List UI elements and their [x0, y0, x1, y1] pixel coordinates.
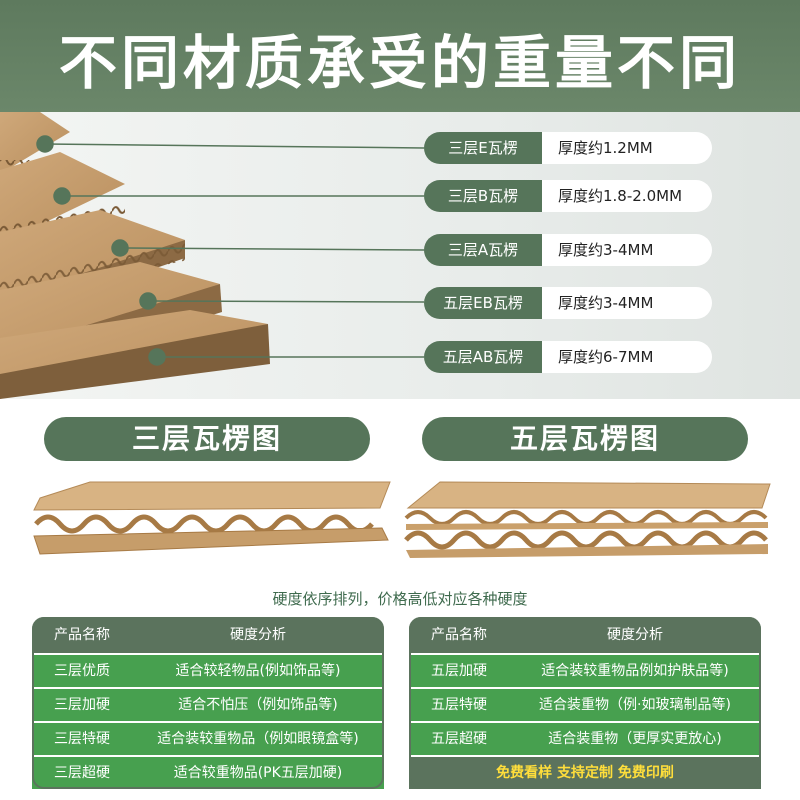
row-product: 五层超硬	[431, 731, 487, 747]
title-banner: 不同材质承受的重量不同	[0, 0, 800, 112]
three-layer-hardness-table: 产品名称 硬度分析 三层优质 适合较轻物品(例如饰品等) 三层加硬 适合不怕压（…	[32, 617, 384, 789]
spec-row-e-flute: 三层E瓦楞 厚度约1.2MM	[424, 132, 712, 164]
table-row: 三层特硬 适合装较重物品（例如眼镜盒等)	[32, 723, 384, 755]
spec-row-ab-flute: 五层AB瓦楞 厚度约6-7MM	[424, 341, 712, 373]
header-product-name: 产品名称	[54, 627, 110, 643]
table-row: 五层加硬 适合装较重物品例如护肤品等)	[409, 655, 761, 687]
spec-row-eb-flute: 五层EB瓦楞 厚度约3-4MM	[424, 287, 712, 319]
page-title: 不同材质承受的重量不同	[58, 29, 741, 97]
row-hardness: 适合不怕压（例如饰品等)	[178, 697, 338, 713]
row-product: 三层加硬	[54, 697, 110, 713]
spec-name: 五层AB瓦楞	[424, 341, 542, 373]
five-layer-board-diagram	[404, 481, 771, 558]
row-product: 五层特硬	[431, 697, 487, 713]
row-product: 三层超硬	[54, 765, 110, 781]
spec-value: 厚度约6-7MM	[542, 341, 712, 373]
three-layer-diagram-title: 三层瓦楞图	[44, 417, 370, 461]
row-hardness: 适合装较重物品例如护肤品等)	[541, 663, 729, 679]
table-row: 三层优质 适合较轻物品(例如饰品等)	[32, 655, 384, 687]
table-row: 五层特硬 适合装重物（例·如玻璃制品等)	[409, 689, 761, 721]
spec-value: 厚度约1.8-2.0MM	[542, 180, 712, 212]
connector-lines	[36, 135, 425, 366]
hardness-note: 硬度依序排列，价格高低对应各种硬度	[272, 590, 528, 608]
row-hardness: 适合装重物（例·如玻璃制品等)	[539, 697, 731, 713]
row-hardness: 适合装重物（更厚实更放心)	[548, 731, 722, 747]
row-product: 五层加硬	[431, 663, 487, 679]
spec-value: 厚度约3-4MM	[542, 234, 712, 266]
spec-name: 五层EB瓦楞	[424, 287, 542, 319]
row-product: 三层优质	[54, 663, 110, 679]
row-product: 三层特硬	[54, 731, 110, 747]
cardboard-stack-illustration	[0, 112, 425, 399]
spec-name: 三层B瓦楞	[424, 180, 542, 212]
table-row: 五层超硬 适合装重物（更厚实更放心)	[409, 723, 761, 755]
table-row: 三层加硬 适合不怕压（例如饰品等)	[32, 689, 384, 721]
table-header: 产品名称 硬度分析	[32, 617, 384, 653]
header-hardness: 硬度分析	[230, 627, 286, 643]
header-hardness: 硬度分析	[607, 627, 663, 643]
spec-name: 三层E瓦楞	[424, 132, 542, 164]
spec-row-b-flute: 三层B瓦楞 厚度约1.8-2.0MM	[424, 180, 712, 212]
table-header: 产品名称 硬度分析	[409, 617, 761, 653]
row-hardness: 适合较重物品(PK五层加硬)	[173, 765, 343, 781]
service-footer: 免费看样 支持定制 免费印刷	[409, 757, 761, 789]
row-hardness: 适合较轻物品(例如饰品等)	[175, 663, 341, 679]
header-product-name: 产品名称	[431, 627, 487, 643]
table-row: 三层超硬 适合较重物品(PK五层加硬)	[32, 757, 384, 789]
spec-value: 厚度约1.2MM	[542, 132, 712, 164]
board-layer-ab	[0, 310, 270, 399]
spec-name: 三层A瓦楞	[424, 234, 542, 266]
row-hardness: 适合装较重物品（例如眼镜盒等)	[157, 731, 359, 747]
five-layer-diagram-title: 五层瓦楞图	[422, 417, 748, 461]
spec-row-a-flute: 三层A瓦楞 厚度约3-4MM	[424, 234, 712, 266]
five-layer-hardness-table: 产品名称 硬度分析 五层加硬 适合装较重物品例如护肤品等) 五层特硬 适合装重物…	[409, 617, 761, 789]
three-layer-board-diagram	[33, 481, 391, 555]
spec-value: 厚度约3-4MM	[542, 287, 712, 319]
